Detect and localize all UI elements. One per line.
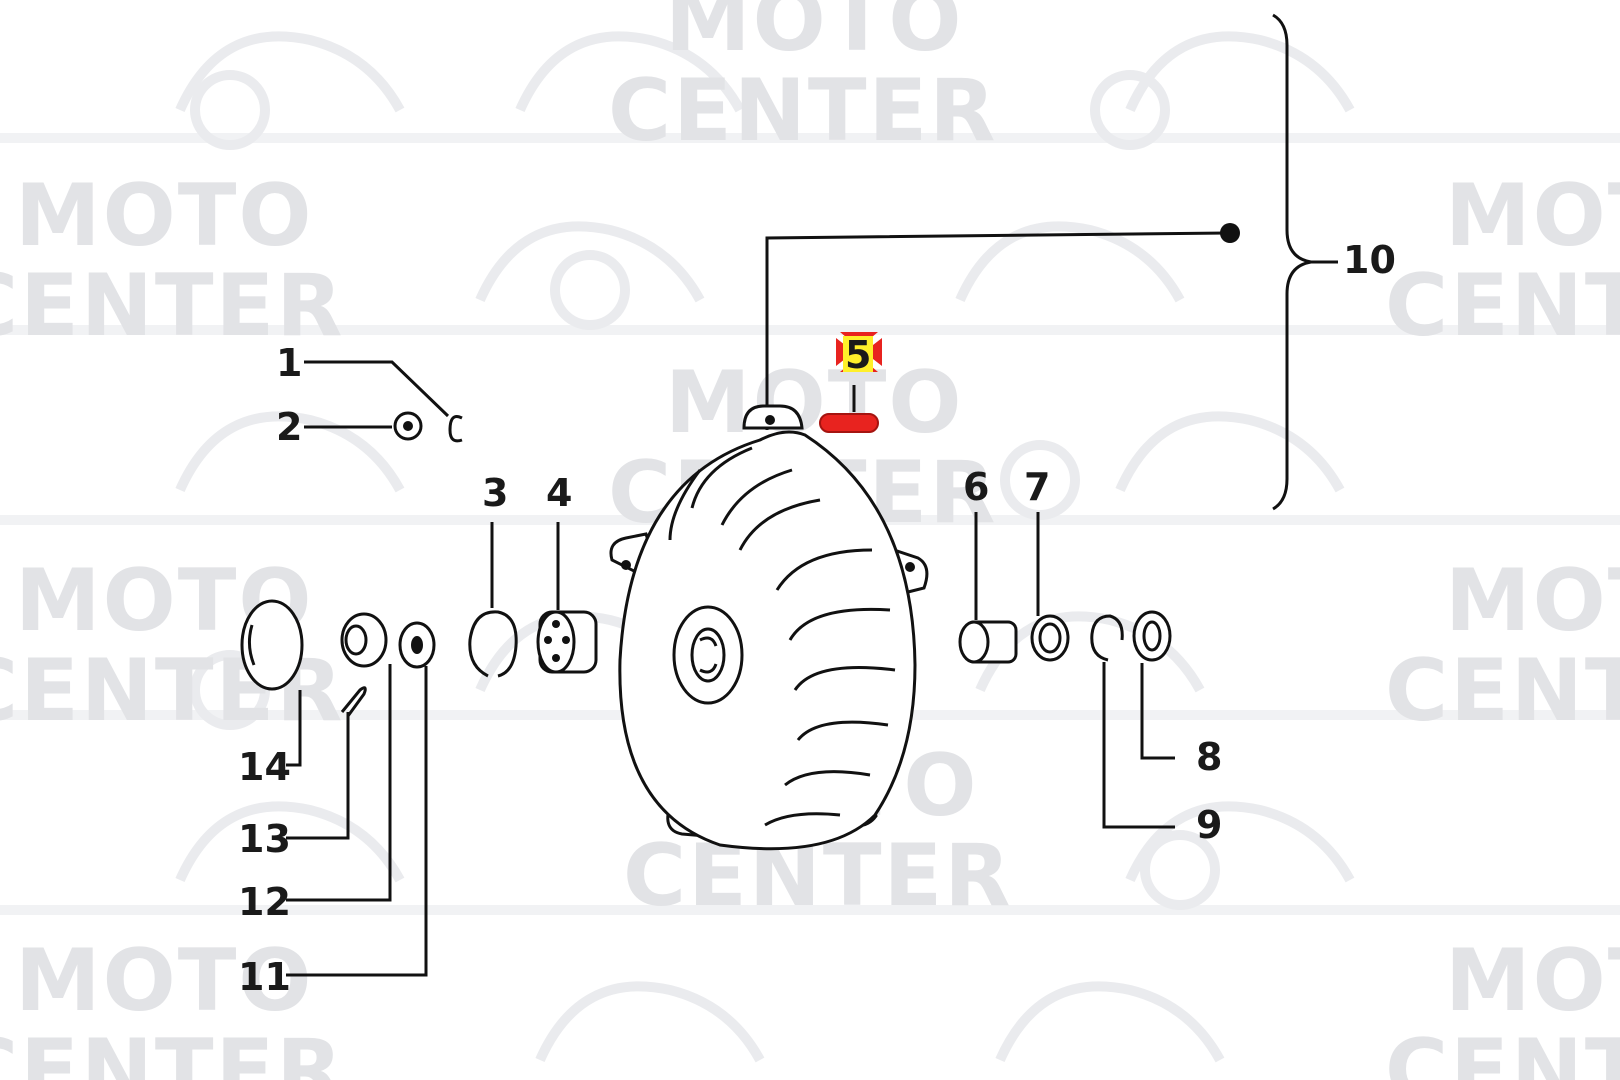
part-3-circlip[interactable]	[468, 610, 518, 678]
callout-5-background	[843, 336, 873, 372]
callout-8[interactable]: 8	[1196, 735, 1222, 779]
watermark-text: MOTO	[15, 166, 313, 266]
callout-5[interactable]: 5	[845, 333, 871, 377]
callout-14[interactable]: 14	[238, 745, 291, 789]
part-4-bearing[interactable]	[536, 610, 598, 674]
watermark-text: CENTER	[0, 256, 344, 356]
part-5-pin[interactable]	[819, 385, 879, 433]
hub-leader	[765, 223, 1240, 430]
part-6-spacer[interactable]	[958, 620, 1018, 664]
callout-5-highlight[interactable]: 5	[836, 332, 882, 377]
watermark-text: MOTO	[15, 931, 313, 1031]
part-8-washer[interactable]	[1132, 610, 1172, 662]
callout-1[interactable]: 1	[276, 341, 302, 385]
part-12-bushing[interactable]	[340, 612, 388, 668]
watermark-text: MOTO	[1445, 551, 1620, 651]
callout-9[interactable]: 9	[1196, 803, 1222, 847]
callout-6[interactable]: 6	[963, 465, 989, 509]
callout-11[interactable]: 11	[238, 955, 291, 999]
part-1-clip[interactable]	[448, 415, 463, 443]
leader-lines	[286, 512, 1175, 977]
callout-7[interactable]: 7	[1024, 465, 1050, 509]
part-14-cap[interactable]	[240, 599, 304, 691]
part-2-nut[interactable]	[393, 411, 423, 441]
part-13-cotter-pin[interactable]	[340, 686, 367, 717]
watermark-text: CENTER	[1385, 256, 1620, 356]
callout-3[interactable]: 3	[482, 471, 508, 515]
watermark-text: MOTO	[1445, 166, 1620, 266]
scooter-watermark-icon	[175, 31, 1355, 1063]
leader-1	[304, 360, 450, 418]
part-7-seal[interactable]	[1030, 614, 1070, 662]
hub-drum[interactable]	[609, 404, 929, 851]
watermark-text: CENTER	[1385, 1021, 1620, 1080]
callout-4[interactable]: 4	[546, 471, 572, 515]
watermark-text: MOTO	[1445, 931, 1620, 1031]
watermark-text: CENTER	[608, 61, 997, 161]
watermark-text: MOTO	[665, 0, 963, 71]
callout-labels: 1 2 3 4 6 7 8 9 10 11 12 13 14	[238, 238, 1396, 999]
callout-10[interactable]: 10	[1343, 238, 1396, 282]
watermark-text: MOTO	[665, 353, 963, 453]
group-10-bracket	[1272, 13, 1338, 511]
callout-13[interactable]: 13	[238, 817, 291, 861]
watermark-text: CENTER	[1385, 641, 1620, 741]
callout-2[interactable]: 2	[276, 405, 302, 449]
part-11-nut[interactable]	[398, 621, 436, 669]
callout-12[interactable]: 12	[238, 880, 291, 924]
part-9-circlip[interactable]	[1090, 614, 1124, 662]
watermark-text: CENTER	[0, 1021, 344, 1080]
